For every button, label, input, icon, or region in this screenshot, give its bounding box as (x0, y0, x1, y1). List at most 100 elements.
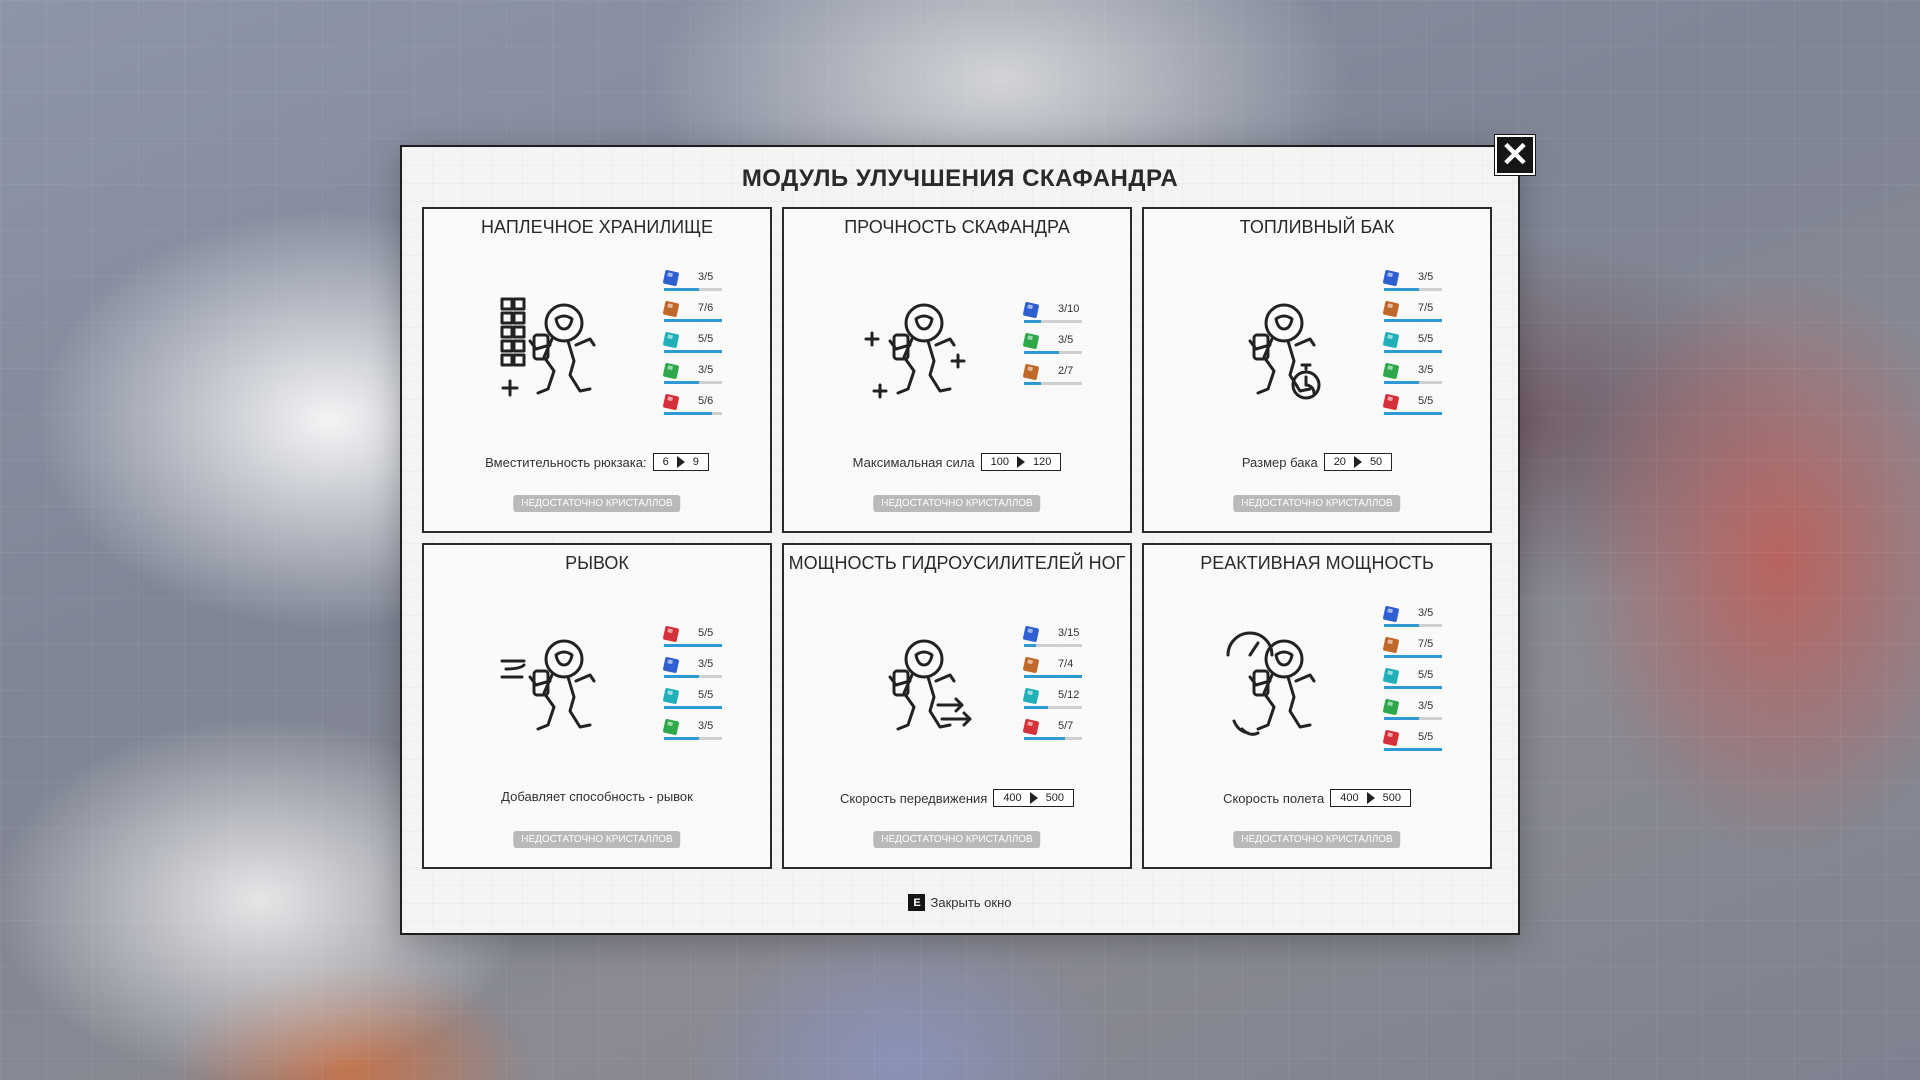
astronaut-health-icon (858, 289, 978, 409)
close-window-label: Закрыть окно (930, 895, 1012, 910)
upgrade-button[interactable]: НЕДОСТАТОЧНО КРИСТАЛЛОВ (1233, 831, 1401, 848)
crystal-progress-fill (1024, 737, 1066, 740)
key-e-icon: E (908, 894, 926, 911)
crystal-count: 5/5 (698, 333, 714, 345)
red-crystal-icon (1382, 393, 1400, 411)
green-crystal-icon (662, 718, 680, 736)
crystal-progress-bar (1384, 412, 1442, 415)
crystal-progress-bar (664, 381, 722, 384)
teal-crystal-icon (1382, 667, 1400, 685)
close-window-hint[interactable]: E Закрыть окно (402, 894, 1518, 911)
blue-crystal-icon (1022, 625, 1040, 643)
crystal-requirement: 3/5 (662, 362, 734, 395)
crystal-requirement: 3/5 (662, 718, 734, 751)
crystal-progress-fill (664, 706, 722, 709)
crystal-progress-fill (1384, 624, 1419, 627)
crystal-progress-fill (664, 412, 713, 415)
crystal-requirement: 7/4 (1022, 656, 1094, 689)
upgrade-button[interactable]: НЕДОСТАТОЧНО КРИСТАЛЛОВ (873, 495, 1041, 512)
stat-next-value: 9 (692, 456, 699, 468)
crystal-requirement: 7/5 (1382, 636, 1454, 669)
crystal-count: 3/5 (1418, 607, 1434, 619)
teal-crystal-icon (662, 687, 680, 705)
red-crystal-icon (1022, 718, 1040, 736)
crystal-progress-fill (664, 350, 722, 353)
crystal-progress-bar (664, 350, 722, 353)
crystal-count: 3/10 (1058, 303, 1080, 315)
crystal-count: 5/5 (698, 627, 714, 639)
crystal-requirement: 5/12 (1022, 687, 1094, 720)
crystal-progress-fill (1384, 748, 1442, 751)
red-crystal-icon (662, 625, 680, 643)
upgrade-button[interactable]: НЕДОСТАТОЧНО КРИСТАЛЛОВ (1233, 495, 1401, 512)
astronaut-running-speed-icon (858, 625, 978, 745)
upgrade-button[interactable]: НЕДОСТАТОЧНО КРИСТАЛЛОВ (513, 831, 681, 848)
upgrade-card-title: ТОПЛИВНЫЙ БАК (1239, 217, 1395, 237)
crystal-requirements-list: 5/5 3/5 5/5 3/5 (662, 625, 734, 751)
green-crystal-icon (1382, 362, 1400, 380)
stat-next-value: 120 (1032, 456, 1052, 468)
crystal-progress-bar (1384, 381, 1442, 384)
crystal-requirement: 3/15 (1022, 625, 1094, 658)
crystal-count: 3/5 (698, 271, 714, 283)
crystal-progress-fill (1024, 382, 1041, 385)
crystal-progress-bar (1384, 350, 1442, 353)
upgrade-button[interactable]: НЕДОСТАТОЧНО КРИСТАЛЛОВ (873, 831, 1041, 848)
crystal-progress-bar (664, 288, 722, 291)
crystal-progress-bar (1384, 624, 1442, 627)
arrow-right-icon (1366, 792, 1375, 804)
astronaut-backpack-storage-icon (498, 289, 618, 409)
blue-crystal-icon (1382, 605, 1400, 623)
crystal-progress-bar (1024, 737, 1082, 740)
crystal-count: 3/5 (698, 658, 714, 670)
stat-next-value: 500 (1045, 792, 1065, 804)
crystal-progress-bar (1024, 320, 1082, 323)
crystal-count: 5/5 (1418, 395, 1434, 407)
crystal-progress-fill (664, 288, 699, 291)
crystal-count: 3/5 (1418, 364, 1434, 376)
crystal-count: 5/5 (698, 689, 714, 701)
crystal-progress-bar (1024, 675, 1082, 678)
blue-crystal-icon (1022, 301, 1040, 319)
crystal-progress-bar (664, 644, 722, 647)
orange-crystal-icon (1382, 636, 1400, 654)
crystal-progress-bar (664, 737, 722, 740)
blue-crystal-icon (662, 656, 680, 674)
crystal-progress-bar (1024, 351, 1082, 354)
orange-crystal-icon (1022, 656, 1040, 674)
crystal-requirement: 3/10 (1022, 301, 1094, 334)
crystal-count: 7/6 (698, 302, 714, 314)
orange-crystal-icon (1022, 363, 1040, 381)
modal-title: МОДУЛЬ УЛУЧШЕНИЯ СКАФАНДРА (741, 165, 1179, 192)
red-crystal-icon (1382, 729, 1400, 747)
crystal-count: 3/5 (698, 720, 714, 732)
crystal-requirement: 5/5 (1382, 331, 1454, 364)
red-crystal-icon (662, 393, 680, 411)
blue-crystal-icon (1382, 269, 1400, 287)
crystal-requirement: 5/6 (662, 393, 734, 426)
crystal-progress-fill (1384, 319, 1442, 322)
arrow-right-icon (1353, 456, 1362, 468)
crystal-progress-fill (1384, 350, 1442, 353)
crystal-progress-fill (664, 319, 722, 322)
crystal-requirement: 3/5 (1022, 332, 1094, 365)
crystal-requirement: 3/5 (662, 656, 734, 689)
upgrade-button[interactable]: НЕДОСТАТОЧНО КРИСТАЛЛОВ (513, 495, 681, 512)
crystal-progress-fill (664, 644, 722, 647)
arrow-right-icon (1029, 792, 1038, 804)
stat-current-value: 20 (1333, 456, 1346, 468)
close-button[interactable]: ✕ (1495, 135, 1535, 175)
crystal-progress-fill (664, 675, 699, 678)
